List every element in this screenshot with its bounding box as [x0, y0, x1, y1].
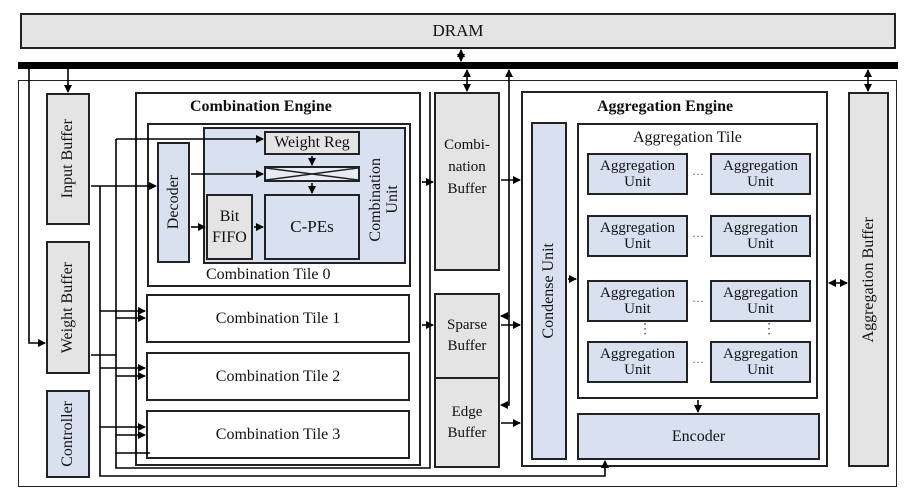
aggregation-unit-label-line1: Aggregation [723, 346, 798, 362]
decoder: Decoder [157, 142, 190, 263]
combination-tile-1-label: Combination Tile 1 [215, 309, 341, 327]
aggregation-unit-label-line2: Unit [747, 362, 774, 378]
sparse-buffer-line1: Sparse [447, 317, 487, 333]
aggregation-unit-label-line2: Unit [747, 301, 774, 317]
combination-tile-3: Combination Tile 3 [146, 410, 410, 459]
aggregation-unit-label-line2: Unit [624, 236, 651, 252]
bit-fifo: Bit FIFO [206, 194, 253, 260]
aggregation-unit-label-line1: Aggregation [723, 285, 798, 301]
combination-unit-label-line1: Combination [367, 158, 384, 242]
aggregation-unit-label-line1: Aggregation [723, 220, 798, 236]
combination-tile-1: Combination Tile 1 [146, 294, 410, 343]
aggregation-unit-label-line2: Unit [624, 362, 651, 378]
combination-tile-3-label: Combination Tile 3 [215, 425, 341, 443]
aggregation-unit-label-line1: Aggregation [600, 285, 675, 301]
combination-tile-0-label: Combination Tile 0 [206, 266, 331, 283]
aggregation-engine-title: Aggregation Engine [597, 98, 734, 115]
crossbar [264, 166, 360, 182]
combination-buffer-line1: Combi- [444, 136, 490, 153]
aggregation-buffer: Aggregation Buffer [848, 92, 889, 467]
sparse-buffer: Sparse Buffer [434, 293, 500, 379]
controller: Controller [46, 390, 90, 478]
ellipsis-horizontal: ··· [692, 294, 704, 308]
aggregation-unit-label-line2: Unit [624, 301, 651, 317]
system-bus [18, 62, 898, 69]
encoder: Encoder [577, 413, 820, 460]
encoder-label: Encoder [671, 427, 726, 445]
condense-unit-label: Condense Unit [540, 243, 557, 339]
ellipsis-vertical: ⋮ [762, 322, 776, 337]
sparse-buffer-line2: Buffer [447, 338, 487, 354]
aggregation-unit-label-line2: Unit [747, 236, 774, 252]
aggregation-tile-title: Aggregation Tile [633, 129, 742, 146]
combination-buffer-line2: nation [448, 158, 486, 175]
dram-label: DRAM [432, 21, 484, 40]
aggregation-unit-label-line1: Aggregation [600, 158, 675, 174]
ellipsis-horizontal: ··· [692, 167, 704, 181]
combination-buffer-line3: Buffer [447, 180, 487, 197]
input-buffer: Input Buffer [46, 93, 90, 225]
weight-buffer-label: Weight Buffer [59, 261, 76, 354]
ellipsis-horizontal: ··· [692, 229, 704, 243]
aggregation-unit-label-line2: Unit [747, 174, 774, 190]
aggregation-unit-label-line1: Aggregation [600, 346, 675, 362]
controller-label: Controller [59, 401, 76, 467]
ellipsis-horizontal: ··· [692, 355, 704, 369]
aggregation-unit-label-line1: Aggregation [723, 158, 798, 174]
aggregation-buffer-label: Aggregation Buffer [859, 216, 877, 343]
combination-unit-label: Combination Unit [366, 150, 402, 250]
edge-buffer: Edge Buffer [434, 377, 500, 468]
condense-unit: Condense Unit [531, 122, 567, 460]
input-buffer-label: Input Buffer [59, 119, 76, 199]
decoder-label: Decoder [164, 175, 182, 230]
weight-reg: Weight Reg [264, 131, 360, 155]
combination-engine-title: Combination Engine [190, 98, 332, 115]
ellipsis-vertical: ⋮ [638, 322, 652, 337]
combination-buffer: Combi- nation Buffer [434, 92, 500, 271]
weight-buffer: Weight Buffer [46, 241, 90, 374]
aggregation-unit-label-line1: Aggregation [600, 220, 675, 236]
bit-fifo-line2: FIFO [212, 229, 247, 246]
combination-tile-2: Combination Tile 2 [146, 352, 410, 401]
combination-unit-label-line2: Unit [384, 185, 401, 215]
dram-block: DRAM [20, 13, 896, 49]
c-pes-label: C-PEs [290, 217, 334, 236]
aggregation-unit-label-line2: Unit [624, 174, 651, 190]
edge-buffer-line1: Edge [451, 403, 483, 420]
c-pes: C-PEs [264, 194, 360, 260]
edge-buffer-line2: Buffer [447, 424, 487, 441]
weight-reg-label: Weight Reg [274, 134, 350, 151]
combination-tile-2-label: Combination Tile 2 [215, 367, 341, 385]
crossbar-x-icon [266, 168, 358, 180]
bit-fifo-line1: Bit [219, 208, 240, 225]
